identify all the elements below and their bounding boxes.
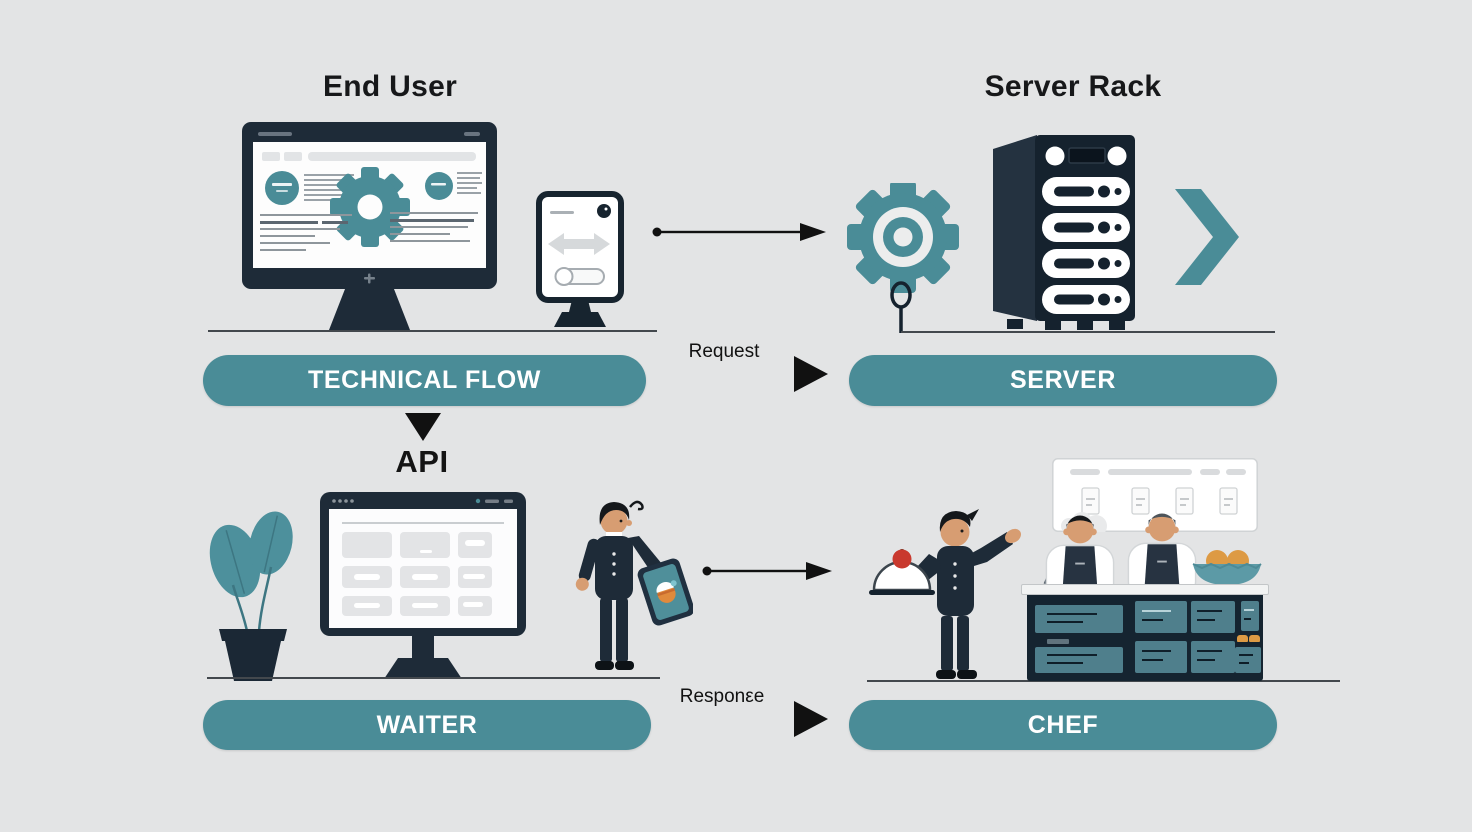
bun-icon: [1237, 635, 1248, 642]
chevron-right-icon: [1175, 189, 1239, 285]
api-label: API: [395, 444, 449, 479]
down-arrow-icon: [405, 413, 441, 441]
desktop-monitor-illustration: [242, 122, 497, 330]
counter-label: [1047, 639, 1069, 644]
ground-line-bottom-left: [207, 677, 660, 679]
fruit-bowl-illustration: [1192, 550, 1262, 585]
counter-panel: [1191, 641, 1235, 673]
request-arrow-icon: [794, 356, 828, 392]
response-arrow-icon: [794, 701, 828, 737]
api-dashboard-monitor-illustration: [320, 492, 526, 679]
food-order-icon: [656, 580, 677, 603]
end-user-title: End User: [322, 70, 458, 103]
plant-illustration: [209, 511, 293, 681]
bun-icon: [1249, 635, 1260, 642]
transfer-arrows-icon: [548, 233, 610, 255]
server-banner-label: SERVER: [1010, 366, 1116, 394]
server-banner: SERVER: [849, 355, 1277, 406]
counter-panel: [1241, 601, 1259, 631]
tablet-icon: [637, 558, 693, 626]
server-slot: [1042, 285, 1130, 314]
response-flow-arrow: [702, 562, 832, 580]
power-cord-icon: [890, 281, 912, 333]
companion-display-illustration: [536, 191, 624, 327]
counter-panel: [1235, 647, 1261, 673]
counter-panel: [1035, 605, 1123, 633]
counter-top: [1021, 584, 1269, 595]
counter-panel: [1191, 601, 1235, 633]
server-rack-title: Server Rack: [984, 70, 1162, 103]
cloche-icon: [869, 549, 935, 595]
ground-line-bottom-right: [867, 680, 1340, 682]
toggle-icon: [554, 267, 605, 286]
technical-flow-banner: TECHNICAL FLOW: [203, 355, 646, 406]
request-flow-arrow: [652, 223, 826, 241]
kitchen-counter-illustration: [1021, 584, 1269, 681]
server-slot: [1042, 177, 1130, 206]
rest-badge-icon: [265, 171, 299, 205]
request-label: Request: [688, 341, 760, 362]
gear-icon: [847, 183, 959, 293]
server-slot: [1042, 213, 1130, 242]
technical-flow-banner-label: TECHNICAL FLOW: [308, 366, 541, 394]
api-badge-icon: [425, 172, 453, 200]
waiter-with-dish-illustration: [869, 509, 1021, 679]
waiter-banner-label: WAITER: [376, 710, 478, 739]
waiter-with-tablet-illustration: [575, 500, 693, 670]
ground-line-top-left: [208, 330, 657, 332]
chef-banner-label: CHEF: [1027, 710, 1099, 739]
notification-dot-icon: [597, 204, 611, 218]
waiter-banner: WAITER: [203, 700, 651, 750]
counter-panel: [1035, 647, 1123, 673]
counter-panel: [1135, 641, 1187, 673]
counter-panel: [1135, 601, 1187, 633]
server-tower-illustration: [993, 135, 1135, 330]
ground-line-top-right: [901, 331, 1275, 333]
server-slot: [1042, 249, 1130, 278]
monitor-logo-icon: [364, 273, 375, 284]
counter-body: [1027, 595, 1263, 681]
gear-plug-illustration: [847, 183, 959, 333]
response-label: Responεe: [679, 686, 765, 707]
gear-icon: [330, 167, 410, 247]
chef-banner: CHEF: [849, 700, 1277, 750]
